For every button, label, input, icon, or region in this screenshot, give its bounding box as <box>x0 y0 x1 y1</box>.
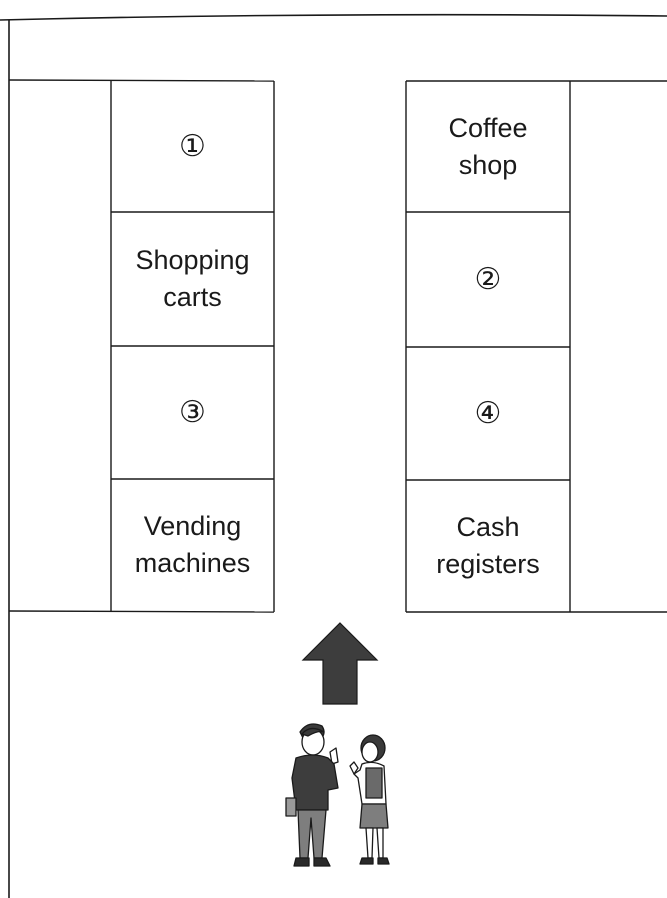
top-wall <box>0 13 667 21</box>
shopping-carts-label: Shopping carts <box>135 245 250 312</box>
up-arrow-icon <box>301 622 379 705</box>
right-slot-4: ④ <box>406 347 570 480</box>
right-slot-2: ② <box>406 212 570 347</box>
slot-label-2: ② <box>474 262 502 297</box>
right-aisle-lines <box>405 80 667 613</box>
man-figure <box>285 723 339 867</box>
left-slot-shopping-carts: Shopping carts <box>111 212 274 346</box>
left-slot-1: ① <box>111 81 274 212</box>
slot-label-4: ④ <box>474 396 502 431</box>
cash-registers-label: Cash registers <box>436 512 540 579</box>
two-people-talking-illustration <box>285 723 390 867</box>
left-slot-3: ③ <box>111 346 274 479</box>
left-slot-vending-machines: Vending machines <box>111 479 274 611</box>
right-slot-cash-registers: Cash registers <box>406 480 570 612</box>
vending-machines-label: Vending machines <box>134 511 251 578</box>
left-aisle-lines <box>8 79 275 613</box>
right-slot-coffee-shop: Coffee shop <box>406 81 570 212</box>
slot-label-1: ① <box>179 129 206 164</box>
coffee-shop-label: Coffee shop <box>448 112 528 180</box>
slot-label-3: ③ <box>179 395 206 430</box>
woman-figure <box>349 734 390 865</box>
